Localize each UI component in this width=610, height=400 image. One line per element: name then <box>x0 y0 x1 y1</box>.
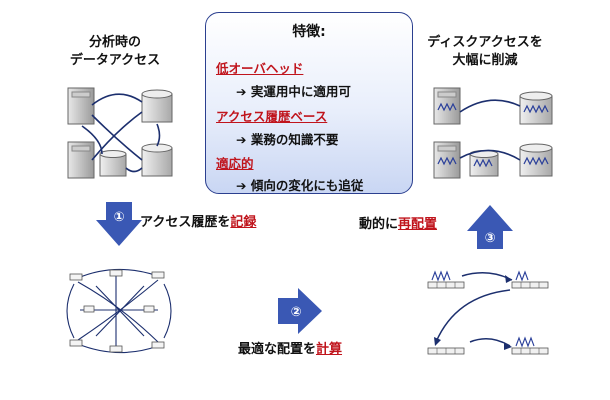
step1-text: アクセス履歴を <box>140 215 231 230</box>
features-title: 特徴: <box>292 24 326 40</box>
step1-down-arrow: ① <box>96 202 142 246</box>
top-left-label: 分析時の データアクセス <box>60 34 170 69</box>
feature-detail-history-based: ➔ 業務の知識不要 <box>236 132 339 147</box>
data-access-servers-diagram <box>67 87 173 179</box>
features-box: 特徴: 低オーバヘッド ➔ 実運用中に適用可 アクセス履歴ベース ➔ 業務の知識… <box>205 12 413 194</box>
step2-text: 最適な配置を <box>238 342 317 357</box>
reduced-access-servers-diagram <box>433 87 553 179</box>
feature-heading-adaptive: 適応的 <box>216 156 254 171</box>
step1-number: ① <box>113 210 124 225</box>
top-left-label-line2: データアクセス <box>69 52 161 68</box>
access-history-graph <box>66 268 172 354</box>
access-path-arrows <box>459 99 521 161</box>
top-right-label-line1: ディスクアクセスを <box>427 35 543 50</box>
wave-access-pattern <box>437 102 549 168</box>
step3-up-arrow: ③ <box>467 205 513 249</box>
feature-heading-history-based: アクセス履歴ベース <box>216 109 328 124</box>
step2-right-arrow: ② <box>278 288 322 334</box>
server-icon <box>433 87 461 125</box>
step1-emphasis: 記録 <box>230 215 257 230</box>
top-left-label-line1: 分析時の <box>88 35 141 50</box>
relocation-plan-graph <box>427 270 549 355</box>
server-icon <box>67 87 95 125</box>
feature-detail-low-overhead: ➔ 実運用中に適用可 <box>236 84 351 99</box>
disk-icon <box>141 143 173 177</box>
feature-detail-adaptive: ➔ 傾向の変化にも追従 <box>236 178 364 193</box>
disk-icon <box>519 143 553 177</box>
step1-label: アクセス履歴を記録 <box>140 214 256 232</box>
disk-icon <box>99 150 127 177</box>
step3-emphasis: 再配置 <box>398 217 438 232</box>
access-path-arrows <box>81 93 161 173</box>
step2-emphasis: 計算 <box>316 342 343 357</box>
step3-text: 動的に <box>359 217 399 232</box>
top-right-label: ディスクアクセスを 大幅に削減 <box>410 34 560 69</box>
step3-label: 動的に再配置 <box>359 216 437 234</box>
disk-icon <box>519 91 553 125</box>
step2-number: ② <box>290 305 301 320</box>
feature-heading-low-overhead: 低オーバヘッド <box>216 61 304 76</box>
disk-icon <box>141 89 173 123</box>
top-right-label-line2: 大幅に削減 <box>452 52 518 68</box>
step3-number: ③ <box>484 231 495 246</box>
server-icon <box>433 141 461 179</box>
step2-label: 最適な配置を計算 <box>238 341 342 359</box>
server-icon <box>67 141 95 179</box>
